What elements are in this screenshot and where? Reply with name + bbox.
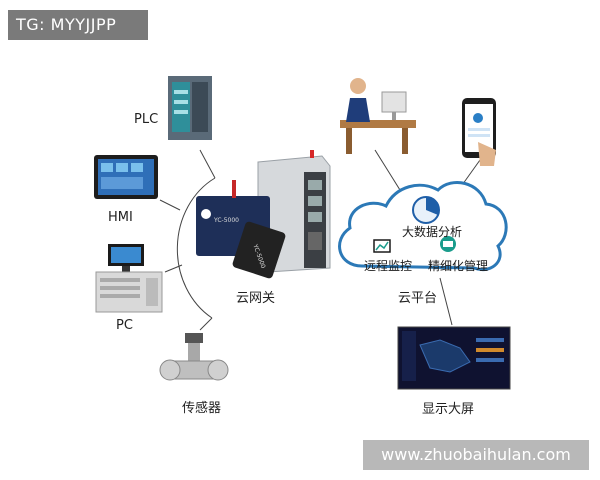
pc-label: PC [116,318,133,333]
fine-management-label: 精细化管理 [428,258,488,273]
remote-monitor-icon [373,239,391,253]
sensor-device-image [159,333,229,381]
fine-management-icon [440,236,456,252]
hmi-label: HMI [108,210,133,225]
office-user-image [340,78,416,154]
cloud-shape [338,181,508,271]
display-connector [439,277,453,326]
pc-device-image [95,244,163,313]
mobile-phone-image [462,98,496,166]
cloud-platform-label: 云平台 [398,291,438,306]
plc-label: PLC [134,112,159,127]
office-connector [374,149,401,191]
plc-connector [199,149,216,179]
display-screen-image [397,326,511,390]
top-watermark: TG: MYYJJPP [8,10,148,40]
connection-lines [159,149,481,331]
gateway-arc [176,177,216,319]
hmi-device-image [94,155,158,199]
plc-device-image [168,76,212,140]
bottom-watermark: www.zhuobaihulan.com [363,440,589,470]
gateway-devices-image: YC-5000 YC-5000 [196,150,331,279]
gateway-device-text-a: YC-5000 [213,217,239,224]
gateway-label: 云网关 [236,291,276,306]
hmi-connector [159,199,181,211]
display-screen-label: 显示大屏 [422,402,475,417]
remote-monitor-label: 远程监控 [364,258,412,273]
big-data-icon [412,196,440,224]
big-data-label: 大数据分析 [402,224,462,239]
sensor-label: 传感器 [182,401,222,416]
sensor-connector [199,317,213,331]
